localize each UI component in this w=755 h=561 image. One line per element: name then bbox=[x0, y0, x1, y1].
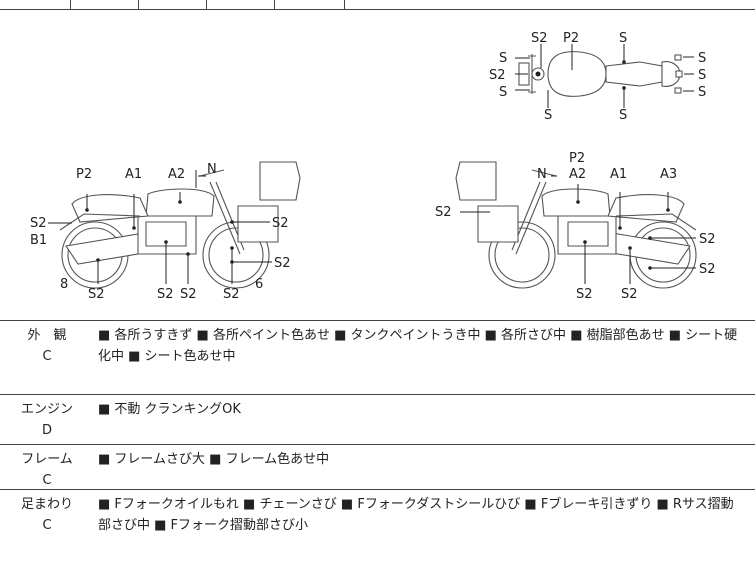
top-view-label: S bbox=[619, 108, 627, 123]
category-grade: C bbox=[42, 473, 52, 488]
top-view-label: S bbox=[619, 31, 627, 46]
category-name: フレーム bbox=[21, 452, 73, 467]
left-view-label: S2 bbox=[223, 287, 240, 302]
right-view-motorcycle bbox=[455, 161, 697, 289]
top-view-label: S bbox=[698, 85, 706, 100]
top-view-label: S bbox=[499, 85, 507, 100]
top-view-motorcycle bbox=[515, 44, 694, 108]
right-view-label: A3 bbox=[660, 167, 677, 182]
previous-table-row bbox=[0, 0, 755, 10]
condition-row-exterior: 外 観 C ■ 各所うすきず ■ 各所ペイント色あせ ■ タンクペイントうき中 … bbox=[0, 321, 755, 395]
top-view-label: S bbox=[698, 51, 706, 66]
left-view-label: 6 bbox=[255, 277, 263, 292]
right-view-label: N bbox=[537, 167, 547, 182]
condition-description: ■ 不動 クランキングOK bbox=[98, 402, 241, 417]
condition-description: ■ フレームさび大 ■ フレーム色あせ中 bbox=[98, 452, 330, 467]
left-view-label: S2 bbox=[274, 256, 291, 271]
condition-row-frame: フレーム C ■ フレームさび大 ■ フレーム色あせ中 bbox=[0, 445, 755, 490]
left-view-label: S2 bbox=[88, 287, 105, 302]
right-view-label: S2 bbox=[621, 287, 638, 302]
left-view-label: A2 bbox=[168, 167, 185, 182]
left-view-label: S2 bbox=[272, 216, 289, 231]
condition-row-engine: エンジン D ■ 不動 クランキングOK bbox=[0, 395, 755, 445]
condition-row-suspension: 足まわり C ■ Fフォークオイルもれ ■ チェーンさび ■ Fフォークダストシ… bbox=[0, 490, 755, 561]
condition-category: 外 観 C bbox=[16, 325, 78, 367]
right-view-label: S2 bbox=[699, 262, 716, 277]
left-view-label: S2 bbox=[30, 216, 47, 231]
right-view-label: A1 bbox=[610, 167, 627, 182]
left-view-label: B1 bbox=[30, 233, 47, 248]
motorcycle-diagram: S2 P2 S S S2 S S S S S S P2 A1 A2 N S2 B… bbox=[30, 31, 716, 302]
right-view-label: P2 bbox=[569, 151, 585, 166]
damage-diagram: S2 P2 S S S2 S S S S S S P2 A1 A2 N S2 B… bbox=[0, 10, 755, 321]
condition-description: ■ 各所うすきず ■ 各所ペイント色あせ ■ タンクペイントうき中 ■ 各所さび… bbox=[98, 328, 738, 364]
left-view-label: 8 bbox=[60, 277, 68, 292]
top-view-label: S2 bbox=[489, 68, 506, 83]
top-view-label: S bbox=[544, 108, 552, 123]
left-view-label: S2 bbox=[180, 287, 197, 302]
category-grade: C bbox=[42, 518, 52, 533]
category-name: 足まわり bbox=[20, 497, 73, 512]
condition-category: フレーム C bbox=[16, 449, 78, 491]
left-view-label: N bbox=[207, 162, 217, 177]
category-name: エンジン bbox=[20, 402, 73, 417]
top-view-label: S bbox=[698, 68, 706, 83]
left-view-label: A1 bbox=[125, 167, 142, 182]
right-view-label: S2 bbox=[699, 232, 716, 247]
left-view-label: P2 bbox=[76, 167, 92, 182]
category-grade: C bbox=[42, 349, 52, 364]
right-view-label: A2 bbox=[569, 167, 586, 182]
left-view-motorcycle bbox=[48, 161, 301, 289]
condition-category: 足まわり C bbox=[16, 494, 78, 536]
condition-description: ■ Fフォークオイルもれ ■ チェーンさび ■ Fフォークダストシールひび ■ … bbox=[98, 497, 734, 533]
category-name: 外 観 bbox=[27, 328, 67, 343]
top-view-label: P2 bbox=[563, 31, 579, 46]
top-view-label: S2 bbox=[531, 31, 548, 46]
condition-category: エンジン D bbox=[16, 399, 78, 441]
category-grade: D bbox=[41, 423, 52, 438]
top-view-label: S bbox=[499, 51, 507, 66]
left-view-label: S2 bbox=[157, 287, 174, 302]
right-view-label: S2 bbox=[576, 287, 593, 302]
right-view-label: S2 bbox=[435, 205, 452, 220]
